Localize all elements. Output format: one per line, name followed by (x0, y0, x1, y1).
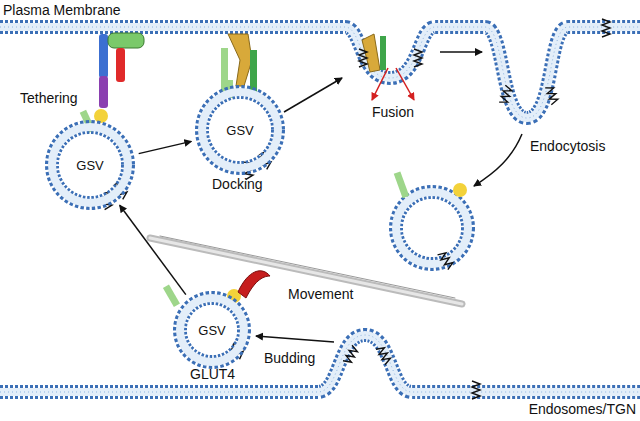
stage-label: Plasma Membrane (3, 2, 121, 18)
endosome-membrane (0, 335, 640, 392)
vesicle-label: GSV (172, 323, 252, 338)
glut4-marks (101, 19, 610, 399)
motor-protein (238, 271, 270, 298)
stage-label: Endosomes/TGN (529, 401, 636, 417)
stage-label: Fusion (372, 104, 414, 120)
stage-label: GLUT4 (190, 366, 235, 382)
process-arrow (120, 205, 186, 294)
vesicle-label: GSV (44, 158, 136, 173)
process-arrow (139, 141, 192, 153)
vesicle-label: GSV (194, 123, 286, 138)
plasma-membrane (0, 27, 640, 118)
snare-complex (221, 34, 386, 96)
vesicle-node: GSV (194, 84, 286, 176)
stage-label: Tethering (20, 90, 78, 106)
stage-label: Docking (212, 176, 263, 192)
vesicle-node: GSV (44, 119, 136, 211)
stage-label: Movement (288, 286, 353, 302)
vesicle-node: GSV (172, 290, 252, 370)
endocytic-vesicle (394, 171, 468, 264)
stage-label: Endocytosis (530, 138, 605, 154)
process-arrows (256, 52, 522, 342)
tethering-complex (80, 33, 144, 133)
stage-label: Budding (264, 350, 315, 366)
